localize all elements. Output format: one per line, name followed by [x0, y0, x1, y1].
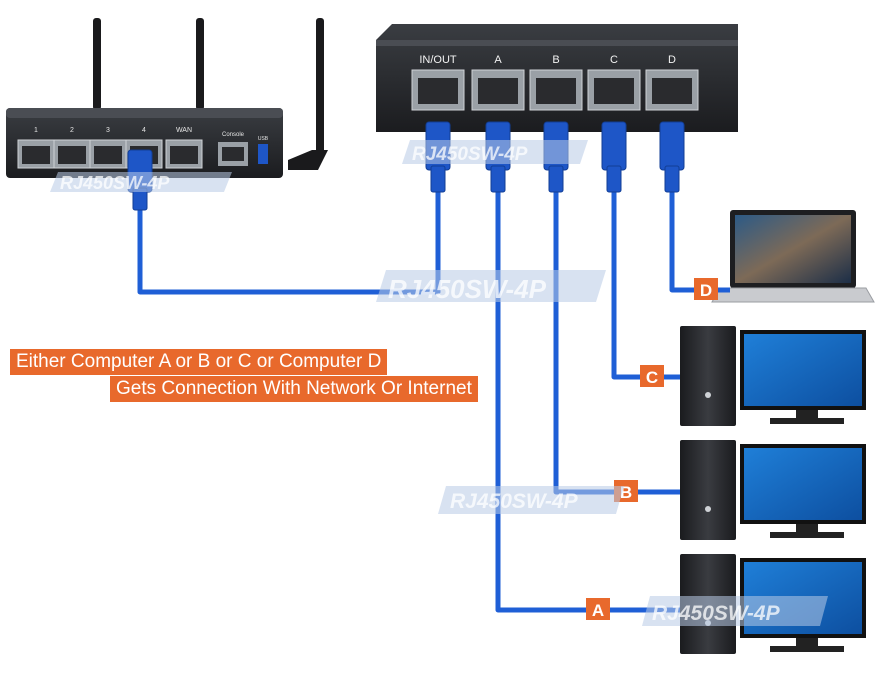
badge-a: A: [586, 598, 610, 620]
rj45-connector-d: [659, 121, 685, 171]
cable-d: [669, 190, 730, 293]
switch-port-c-label: C: [610, 54, 618, 66]
router: 1 2 3 4 WAN Console USB: [6, 18, 328, 178]
laptop-screen: [735, 215, 851, 283]
badge-c: C: [640, 365, 664, 387]
switch-port-d-label: D: [668, 54, 676, 66]
laptop-keyboard: [711, 287, 875, 303]
watermark-switch: RJ450SW-4P: [412, 144, 528, 165]
watermark-router: RJ450SW-4P: [60, 173, 170, 193]
router-port-4-label: 4: [142, 127, 146, 134]
cable-a: [495, 190, 680, 613]
watermark-bottom: RJ450SW-4P: [652, 602, 781, 625]
switch-ports: [411, 69, 699, 111]
badge-a-label: A: [592, 601, 604, 620]
router-port-3-label: 3: [106, 127, 110, 134]
router-usb-port: [258, 144, 268, 164]
router-port-1-label: 1: [34, 127, 38, 134]
badge-c-label: C: [646, 368, 658, 387]
watermarks: RJ450SW-4P RJ450SW-4P RJ450SW-4P RJ450SW…: [50, 140, 828, 626]
antenna-left: [93, 18, 101, 110]
cable-router-to-switch: [137, 190, 441, 295]
watermark-center: RJ450SW-4P: [388, 274, 547, 304]
computer-b: [680, 440, 866, 540]
switch-port-inout-label: IN/OUT: [419, 54, 457, 66]
watermark-lower: RJ450SW-4P: [450, 490, 579, 513]
caption-line-2: Gets Connection With Network Or Internet: [110, 376, 478, 402]
router-wan-label: WAN: [176, 127, 192, 134]
switch-port-a-label: A: [494, 54, 502, 66]
computer-c: [680, 326, 866, 426]
badge-d-label: D: [700, 281, 712, 300]
antenna-right: [316, 18, 324, 158]
badge-d: D: [694, 278, 718, 300]
rj45-connector-c: [601, 121, 627, 171]
caption-line-1: Either Computer A or B or C or Computer …: [10, 349, 388, 375]
laptop-d: [711, 210, 875, 303]
computer-c-tower: [680, 326, 736, 426]
router-usb-label: USB: [258, 136, 269, 142]
switch-port-b-label: B: [552, 54, 559, 66]
switch: IN/OUT A B C D: [376, 24, 738, 132]
router-console-label: Console: [222, 132, 245, 138]
antenna-middle: [196, 18, 204, 110]
cable-b: [553, 190, 680, 495]
computer-b-tower: [680, 440, 736, 540]
router-port-2-label: 2: [70, 127, 74, 134]
antenna-right-hinge: [288, 150, 328, 170]
